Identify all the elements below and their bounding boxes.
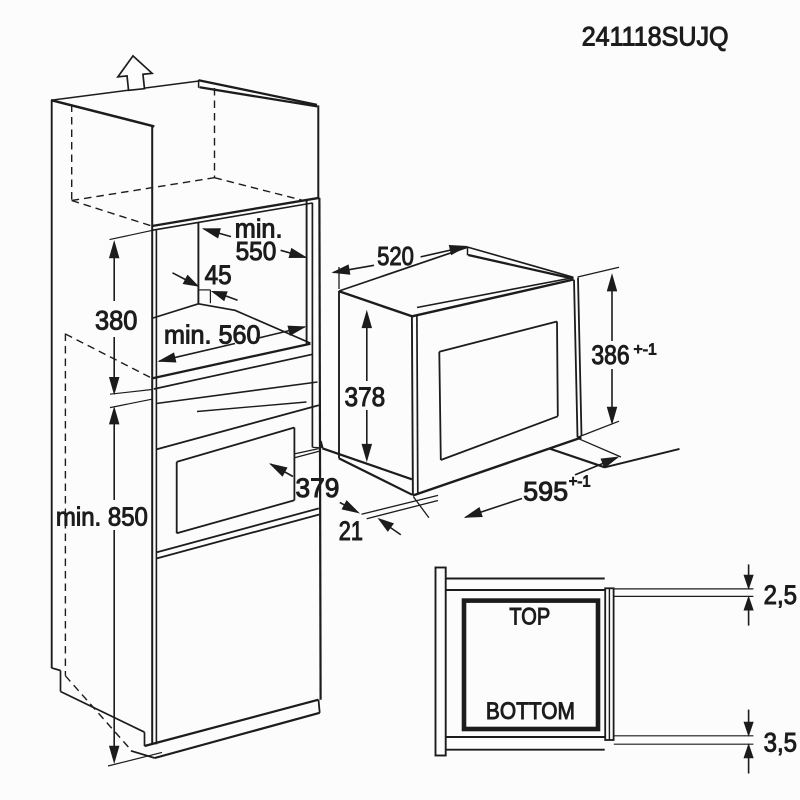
svg-text:241118SUJQ: 241118SUJQ [582,22,729,52]
svg-text:+-1: +-1 [569,474,591,491]
svg-text:TOP: TOP [509,603,550,630]
svg-text:378: 378 [345,382,386,412]
svg-text:min.: min. [235,216,283,244]
svg-text:380: 380 [95,306,137,336]
svg-text:3,5: 3,5 [764,728,797,758]
svg-text:2,5: 2,5 [764,580,797,610]
svg-text:595: 595 [523,477,568,507]
svg-text:386: 386 [591,340,629,370]
svg-text:520: 520 [377,243,414,271]
svg-text:379: 379 [296,473,340,503]
svg-text:45: 45 [205,260,232,290]
svg-text:550: 550 [236,236,277,266]
svg-text:min. 850: min. 850 [56,501,148,531]
svg-text:+-1: +-1 [634,342,657,359]
svg-text:21: 21 [339,516,363,546]
svg-text:BOTTOM: BOTTOM [486,698,575,725]
svg-text:min. 560: min. 560 [164,319,261,349]
